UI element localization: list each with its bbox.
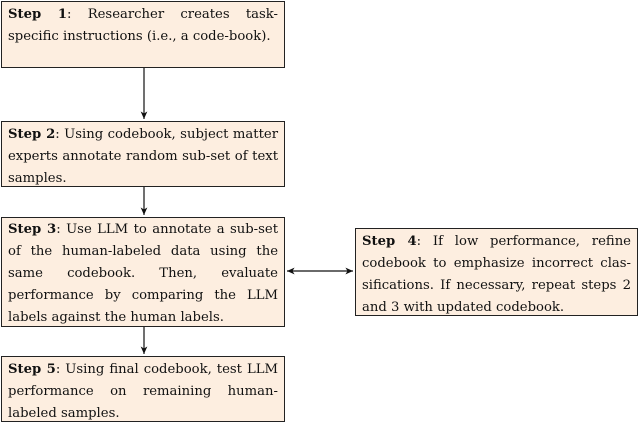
step-4-box: Step 4: If low performance, refine codeb… [355, 228, 638, 316]
step-5-text: : Using final codebook, test LLM perform… [8, 362, 278, 421]
step-4-title: Step 4 [362, 234, 417, 249]
step-3-box: Step 3: Use LLM to annotate a sub-set of… [1, 217, 285, 327]
step-3-title: Step 3 [8, 222, 57, 237]
step-5-box: Step 5: Using final codebook, test LLM p… [1, 356, 285, 422]
step-2-text: : Using codebook, subject matter experts… [8, 127, 278, 186]
step-1-text: : Researcher creates task-specific instr… [8, 7, 278, 44]
step-2-title: Step 2 [8, 127, 56, 142]
step-3-text: : Use LLM to annotate a sub-set of the h… [8, 222, 279, 325]
step-1-box: Step 1: Researcher creates task-specific… [1, 1, 285, 68]
step-4-text: : If low performance, refine codebook to… [362, 234, 631, 315]
step-2-box: Step 2: Using codebook, subject matter e… [1, 121, 285, 187]
step-1-title: Step 1 [8, 7, 68, 22]
step-5-title: Step 5 [8, 362, 56, 377]
